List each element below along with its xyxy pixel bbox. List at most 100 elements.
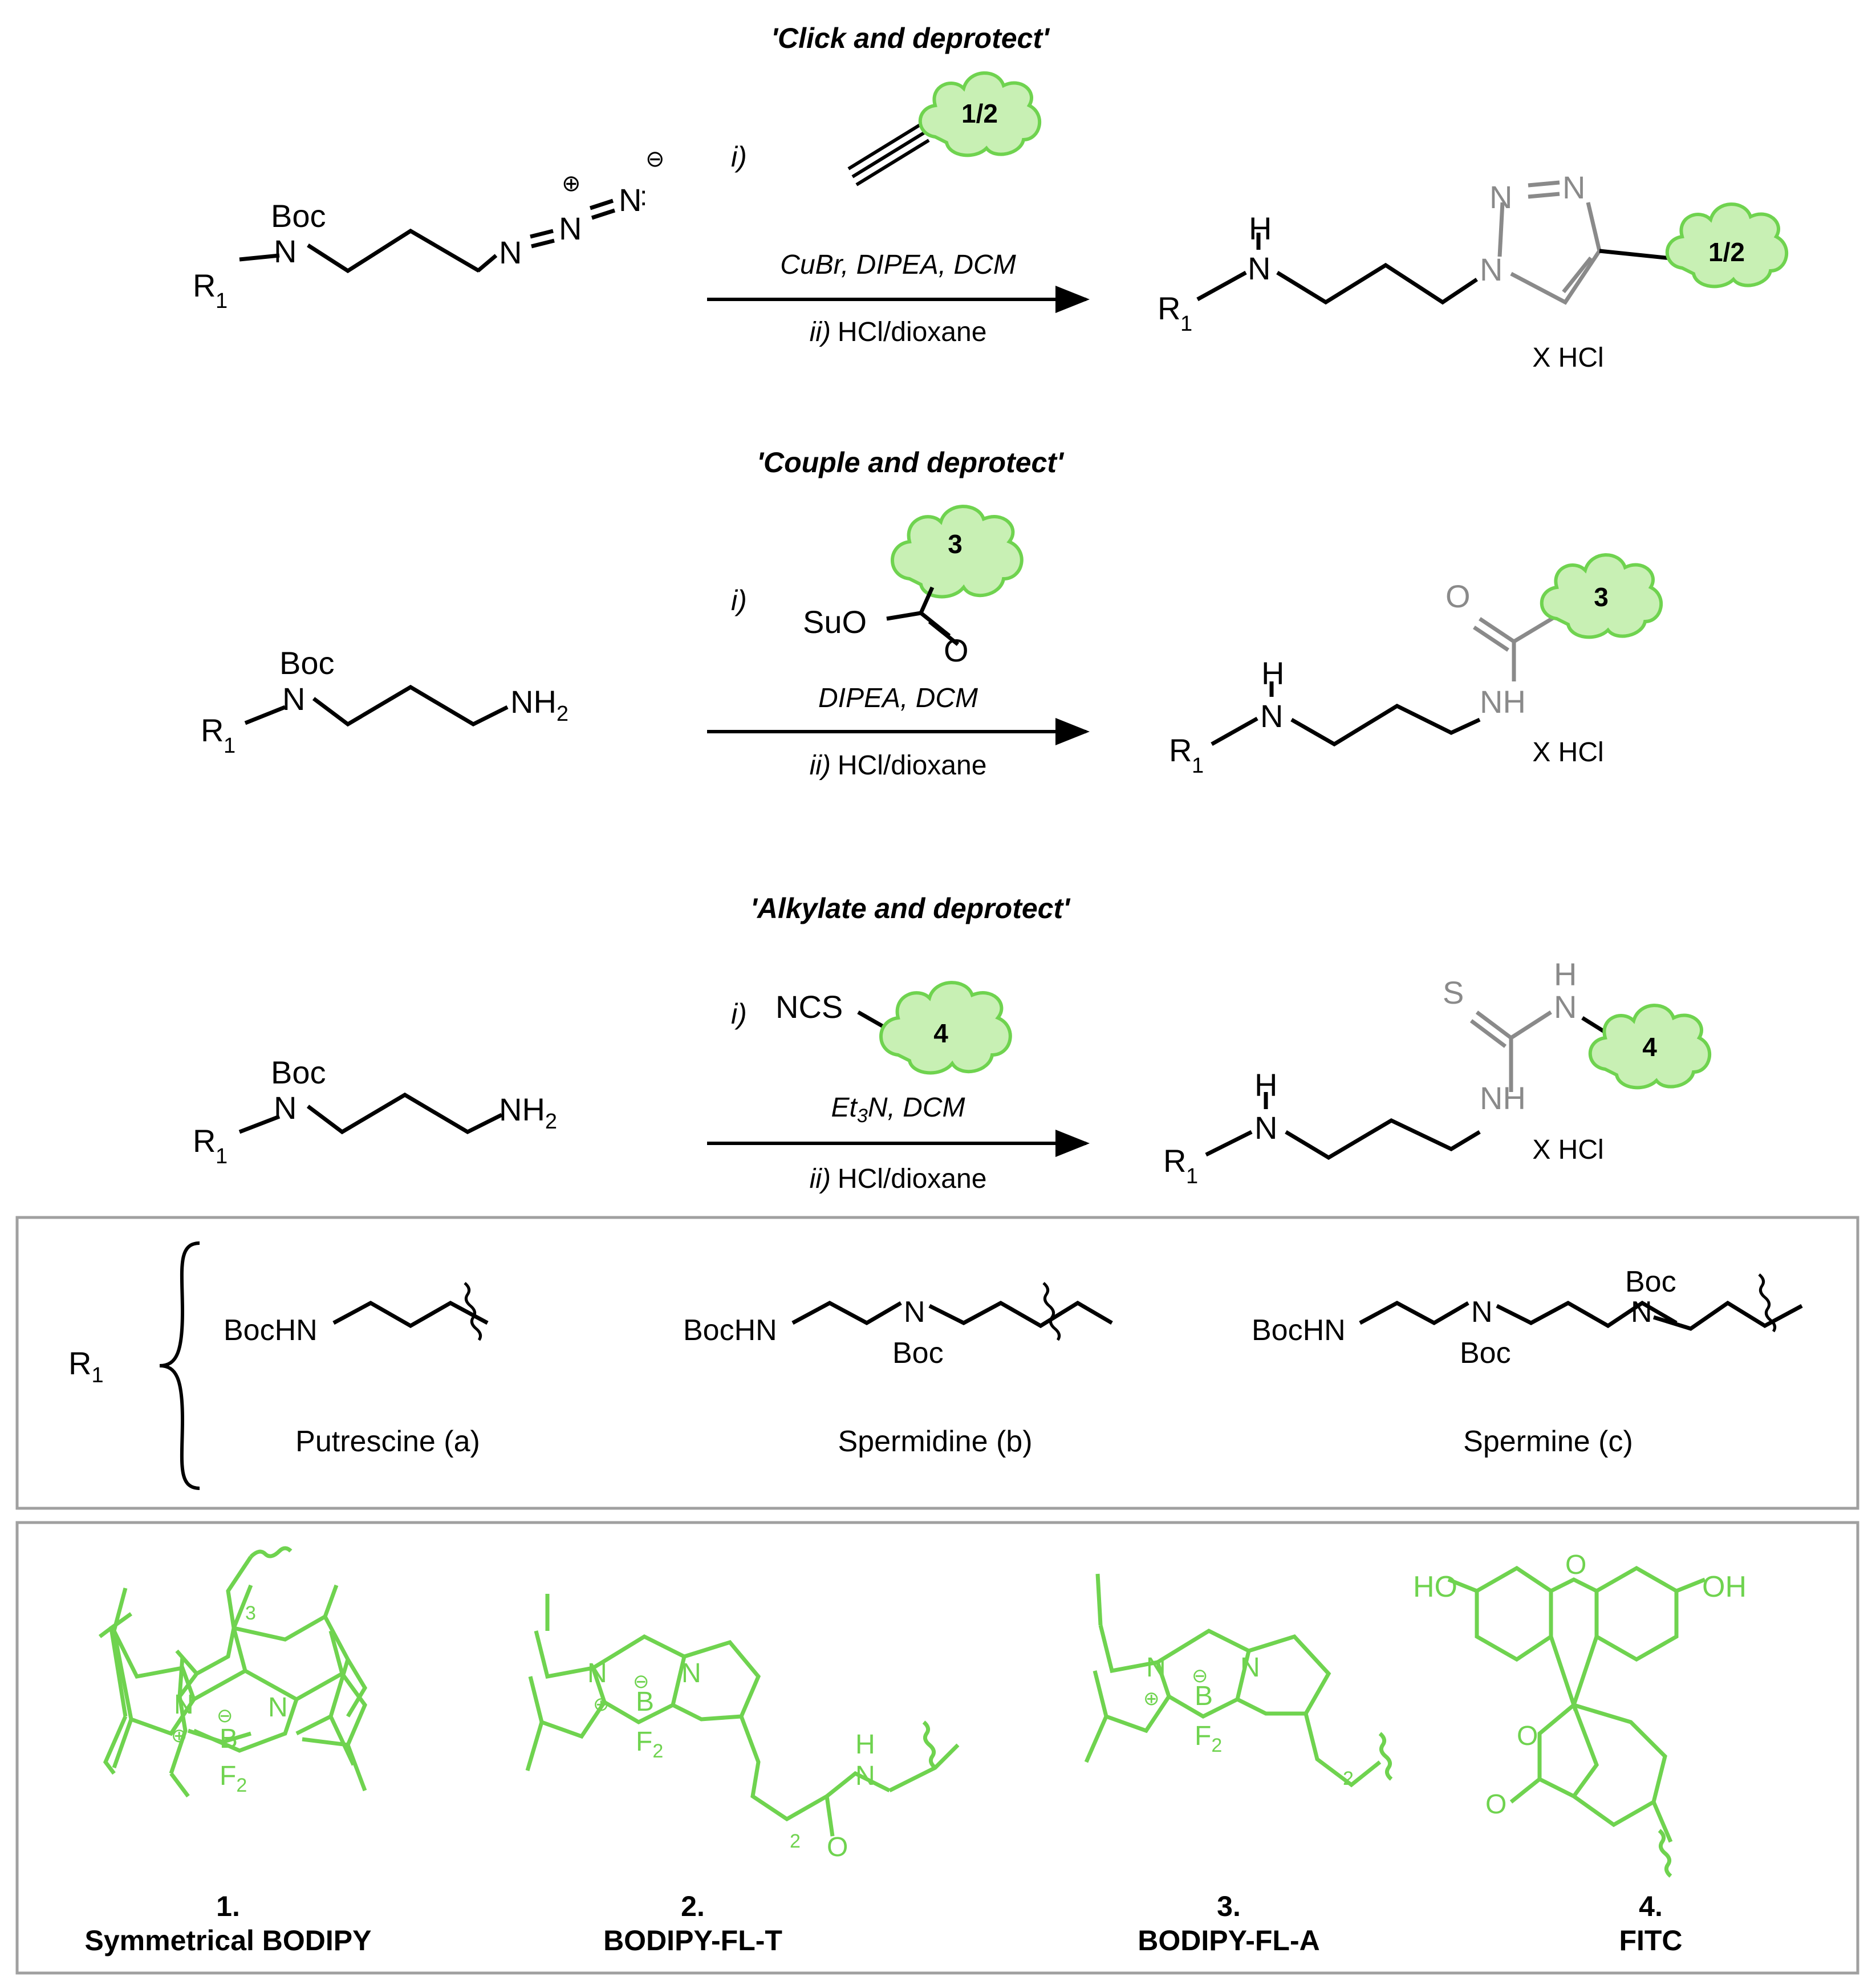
dye-2-name: BODIPY-FL-T (603, 1925, 782, 1956)
dye-1-name: Symmetrical BODIPY (85, 1925, 372, 1956)
spermine-chain-b (1496, 1300, 1678, 1329)
nh-h: H (1249, 210, 1272, 246)
r1-label: R (1163, 1143, 1186, 1179)
spermidine-n: N (904, 1296, 925, 1329)
wavy-bond (1042, 1282, 1061, 1341)
r1-label: R (201, 712, 224, 748)
dye1-b: B (220, 1724, 238, 1754)
r1-definitions-box: R1 BocHN Putrescine (a) BocHN N Boc Sper… (15, 1216, 1859, 1510)
dye2-o: O (827, 1832, 848, 1862)
dye2-f2: F2 (636, 1727, 663, 1762)
dye-fitc (1447, 1565, 1706, 1878)
dye-bodipy-fl-a (1084, 1573, 1393, 1788)
boc-label: Boc (271, 1054, 326, 1090)
step-ii: ii)HCl/dioxane (810, 317, 987, 347)
azide-n1: N (499, 234, 522, 270)
r1-label: R (1158, 290, 1180, 326)
hcl-salt: X HCl (1532, 1135, 1603, 1165)
reaction-title: 'Couple and deprotect' (757, 446, 1065, 478)
spermidine-boc: Boc (892, 1337, 944, 1370)
nh2: NH2 (499, 1091, 557, 1134)
thio-h: H (1554, 956, 1577, 992)
cloud-label: 3 (1594, 582, 1609, 612)
step-ii: ii)HCl/dioxane (810, 1164, 987, 1194)
dye2-n-left: N (587, 1658, 607, 1688)
dye2-nh-h: H (855, 1730, 875, 1760)
spermidine-label: Spermidine (b) (838, 1425, 1032, 1458)
r1-sub: 1 (216, 289, 228, 313)
r1-sub: 1 (216, 1144, 228, 1168)
boc-hn: BocHN (224, 1314, 318, 1347)
dye-3-name: BODIPY-FL-A (1138, 1925, 1319, 1956)
cloud-3 (891, 505, 1024, 599)
boc-amine (244, 684, 509, 727)
cloud-1-2 (918, 71, 1041, 157)
dye3-n-left: N (1146, 1653, 1166, 1683)
spermidine-chain-b (928, 1300, 1113, 1329)
fitc-o-carbonyl: O (1485, 1789, 1507, 1820)
spermidine-chain-a (791, 1301, 902, 1326)
reaction-couple: 'Couple and deprotect' Boc N R 1 NH2 i) … (201, 446, 1663, 781)
fitc-oh: OH (1702, 1570, 1747, 1604)
cloud-label: 1/2 (1708, 237, 1745, 267)
hcl-salt: X HCl (1532, 343, 1603, 373)
suo-group: SuO (803, 604, 867, 640)
dye2-sub2: 2 (790, 1830, 801, 1852)
dye-1-skeleton (112, 1546, 368, 1792)
dye3-f2: F2 (1195, 1721, 1222, 1756)
r1-sub: 1 (1186, 1164, 1198, 1188)
reaction-click: 'Click and deprotect' Boc N R 1 N N ⊕ N … (193, 22, 1788, 373)
nh2: NH2 (510, 684, 569, 726)
boc-label: Boc (279, 645, 335, 681)
boc-hn: BocHN (683, 1314, 777, 1347)
r1-sub: 1 (224, 734, 235, 758)
fitc-ho: HO (1413, 1570, 1457, 1604)
conditions: CuBr, DIPEA, DCM (780, 250, 1016, 280)
dyes-box: N ⊕ B ⊖ F2 N 3 N ⊕ B ⊖ F2 N 2 H N O N ⊕ … (15, 1521, 1859, 1975)
step-i: i) (731, 584, 747, 616)
dye1-minus: ⊖ (217, 1705, 233, 1727)
dye3-plus: ⊕ (1143, 1688, 1160, 1710)
dye-bodipy-fl-t (525, 1594, 960, 1837)
spermine-n2: N (1631, 1296, 1652, 1329)
nh-n: N (1260, 698, 1283, 734)
ncs-group: NCS (775, 989, 843, 1025)
azide-minus: ⊖ (645, 147, 665, 172)
boc-amine-azide (239, 198, 616, 274)
nh-n: N (1254, 1110, 1277, 1146)
dye2-plus: ⊕ (593, 1694, 610, 1715)
spermine-boc2: Boc (1625, 1265, 1676, 1298)
curly-brace (159, 1241, 200, 1490)
amide-o: O (1445, 578, 1471, 614)
r1-sub: 1 (1192, 754, 1204, 778)
thiourea-product (1205, 1010, 1606, 1160)
boc-label: Boc (271, 198, 326, 234)
cloud-label: 1/2 (961, 99, 998, 128)
reaction-title: 'Click and deprotect' (771, 22, 1050, 54)
fitc-o-lactone: O (1517, 1721, 1538, 1751)
wavy-bond (464, 1282, 482, 1341)
azide-lone-pair: : (640, 181, 647, 212)
spermine-label: Spermine (c) (1463, 1425, 1633, 1458)
fitc-o-bridge: O (1565, 1550, 1586, 1580)
r1-label: R (1169, 732, 1192, 768)
azide-n3: N (619, 182, 641, 218)
reaction-alkylate: 'Alkylate and deprotect' Boc N R 1 NH2 i… (193, 892, 1711, 1194)
dye3-b: B (1195, 1681, 1213, 1711)
thio-nh: NH (1480, 1080, 1526, 1116)
nh-h: H (1254, 1067, 1277, 1103)
spermine-boc1: Boc (1460, 1337, 1511, 1370)
spermine-chain-a (1359, 1301, 1469, 1326)
cloud-3-product (1540, 553, 1663, 639)
conditions: Et3N, DCM (831, 1093, 965, 1127)
boc-amine (238, 1092, 503, 1135)
boc-hn: BocHN (1252, 1314, 1346, 1347)
dye-1-number: 1. (216, 1890, 240, 1922)
r1-label: R (193, 267, 216, 303)
thio-n: N (1554, 989, 1577, 1025)
dye-4-name: FITC (1619, 1925, 1682, 1956)
dye-3-number: 3. (1217, 1890, 1241, 1922)
dye2-minus: ⊖ (633, 1671, 649, 1692)
dye2-b: B (636, 1687, 654, 1717)
